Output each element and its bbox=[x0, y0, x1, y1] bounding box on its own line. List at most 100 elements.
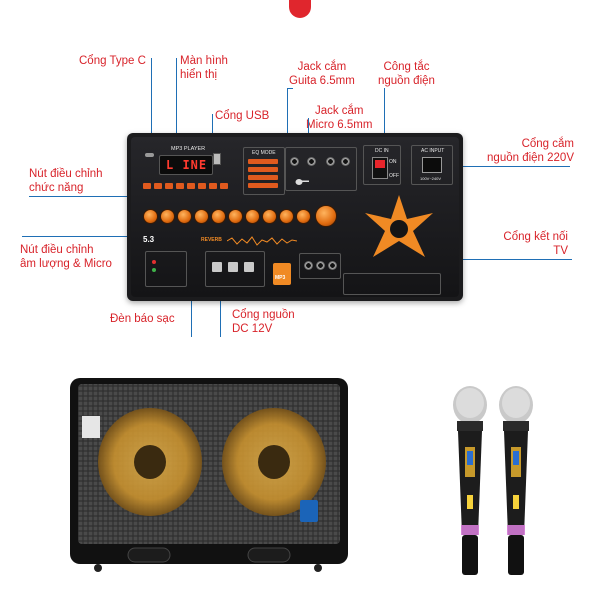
label-power-switch-line1: Công tắc bbox=[383, 61, 430, 73]
warning-box bbox=[343, 273, 441, 295]
power-switch[interactable] bbox=[372, 157, 388, 179]
waveform-graphic bbox=[226, 233, 298, 246]
ac-rating-label: 100V~240V bbox=[420, 176, 442, 181]
mp3-player-label: MP3 PLAYER bbox=[171, 146, 206, 152]
guitar-jack-1[interactable] bbox=[290, 157, 299, 166]
mp3-badge: MP3 bbox=[273, 263, 291, 285]
volume-knob-2[interactable] bbox=[160, 209, 175, 224]
top-red-tab bbox=[289, 0, 311, 18]
label-volume-line1: Nút điều chỉnh bbox=[20, 244, 94, 256]
ac-input-socket[interactable] bbox=[422, 157, 442, 173]
lcd-display: L INE bbox=[159, 155, 213, 175]
label-tv-line2: TV bbox=[553, 245, 568, 257]
lcd-display-text: L INE bbox=[166, 158, 208, 172]
leader-ac-input bbox=[463, 166, 570, 167]
function-button-4[interactable] bbox=[176, 183, 184, 189]
eq-button-4[interactable] bbox=[248, 183, 278, 188]
label-ac-input: Cổng cắm nguồn điện 220V bbox=[476, 137, 574, 165]
label-usb: Cổng USB bbox=[215, 110, 270, 122]
amplifier-panel: MP3 PLAYER L INE EQ MODE DC IN ON OFF AC… bbox=[127, 133, 463, 301]
volume-knob-7[interactable] bbox=[245, 209, 260, 224]
label-ac-input-line1: Cổng cắm bbox=[521, 138, 574, 150]
label-tv-line1: Cổng kết nối bbox=[503, 231, 568, 243]
mp3-badge-text: MP3 bbox=[275, 275, 286, 281]
reverb-label: REVERB bbox=[201, 237, 222, 243]
label-display-line2: hiển thị bbox=[180, 69, 218, 81]
leader-type-c bbox=[151, 58, 152, 156]
leader-power-switch bbox=[384, 88, 385, 148]
volume-knob-1[interactable] bbox=[143, 209, 158, 224]
function-button-1[interactable] bbox=[143, 183, 151, 189]
aux-port-2[interactable] bbox=[244, 262, 254, 272]
label-function-line1: Nút điều chỉnh bbox=[29, 168, 103, 180]
leader-function bbox=[29, 196, 139, 197]
leader-charge-led bbox=[191, 285, 192, 337]
function-button-8[interactable] bbox=[220, 183, 228, 189]
tv-io-box bbox=[299, 253, 341, 279]
label-function-buttons: Nút điều chỉnh chức năng bbox=[29, 167, 103, 195]
tv-jack-1[interactable] bbox=[304, 261, 313, 270]
mic-jack-2[interactable] bbox=[341, 157, 350, 166]
leader-tv bbox=[460, 259, 572, 260]
leader-volume bbox=[22, 236, 142, 237]
volume-knob-9[interactable] bbox=[279, 209, 294, 224]
tv-jack-2[interactable] bbox=[316, 261, 325, 270]
eq-mode-label: EQ MODE bbox=[252, 150, 276, 156]
charge-led bbox=[152, 260, 156, 264]
mic-jack-1[interactable] bbox=[326, 157, 335, 166]
volume-knob-6[interactable] bbox=[228, 209, 243, 224]
microphone-left bbox=[447, 385, 493, 584]
type-c-port[interactable] bbox=[145, 153, 154, 157]
charge-indicator-box bbox=[145, 251, 187, 287]
fan-graphic bbox=[359, 191, 439, 265]
leader-display bbox=[176, 58, 177, 156]
eq-button-1[interactable] bbox=[248, 159, 278, 164]
label-power-switch: Công tắc nguồn điện bbox=[378, 60, 435, 88]
jack-box bbox=[285, 147, 357, 191]
function-button-3[interactable] bbox=[165, 183, 173, 189]
label-dc-line2: DC 12V bbox=[232, 323, 273, 335]
master-volume-knob[interactable] bbox=[315, 205, 337, 227]
label-guitar-line2: Guita 6.5mm bbox=[289, 75, 355, 87]
guitar-icon bbox=[295, 173, 309, 185]
label-charge-led: Đèn báo sạc bbox=[110, 313, 175, 325]
function-button-7[interactable] bbox=[209, 183, 217, 189]
label-guitar-jack: Jack cắm Guita 6.5mm bbox=[289, 60, 355, 88]
guitar-jack-2[interactable] bbox=[307, 157, 316, 166]
eq-button-2[interactable] bbox=[248, 167, 278, 172]
label-dc-input: Cổng nguồn DC 12V bbox=[232, 308, 295, 336]
volume-knob-8[interactable] bbox=[262, 209, 277, 224]
volume-knob-4[interactable] bbox=[194, 209, 209, 224]
label-mic-jack: Jack cắm Micro 6.5mm bbox=[306, 104, 372, 132]
microphone-right bbox=[493, 385, 539, 584]
label-function-line2: chức năng bbox=[29, 182, 84, 194]
label-display-line1: Màn hình bbox=[180, 55, 228, 67]
function-button-2[interactable] bbox=[154, 183, 162, 189]
charge-led-2 bbox=[152, 268, 156, 272]
dc-in-label: DC IN bbox=[375, 148, 389, 154]
label-mic-jack-line1: Jack cắm bbox=[314, 105, 364, 117]
volume-knob-5[interactable] bbox=[211, 209, 226, 224]
aux-port[interactable] bbox=[228, 262, 238, 272]
eq-mode-box: EQ MODE bbox=[243, 147, 285, 195]
label-display: Màn hình hiển thị bbox=[180, 54, 228, 82]
ac-input-box: AC INPUT 100V~240V bbox=[411, 145, 453, 185]
usb-port[interactable] bbox=[213, 153, 221, 165]
label-guitar-line1: Jack cắm bbox=[297, 61, 347, 73]
tv-jack-3[interactable] bbox=[328, 261, 337, 270]
function-button-6[interactable] bbox=[198, 183, 206, 189]
leader-guitar-h bbox=[287, 88, 293, 89]
label-ac-input-line2: nguồn điện 220V bbox=[487, 152, 574, 164]
dc-input-port[interactable] bbox=[212, 262, 222, 272]
label-type-c: Cổng Type C bbox=[79, 55, 146, 67]
leader-guitar bbox=[287, 88, 288, 156]
volume-knob-3[interactable] bbox=[177, 209, 192, 224]
dc-input-box bbox=[205, 251, 265, 287]
version-label: 5.3 bbox=[143, 235, 155, 244]
volume-knob-10[interactable] bbox=[296, 209, 311, 224]
power-on-label: ON bbox=[389, 159, 397, 165]
function-button-5[interactable] bbox=[187, 183, 195, 189]
eq-button-3[interactable] bbox=[248, 175, 278, 180]
power-off-label: OFF bbox=[389, 173, 399, 179]
label-volume-knobs: Nút điều chỉnh âm lượng & Micro bbox=[20, 243, 112, 271]
